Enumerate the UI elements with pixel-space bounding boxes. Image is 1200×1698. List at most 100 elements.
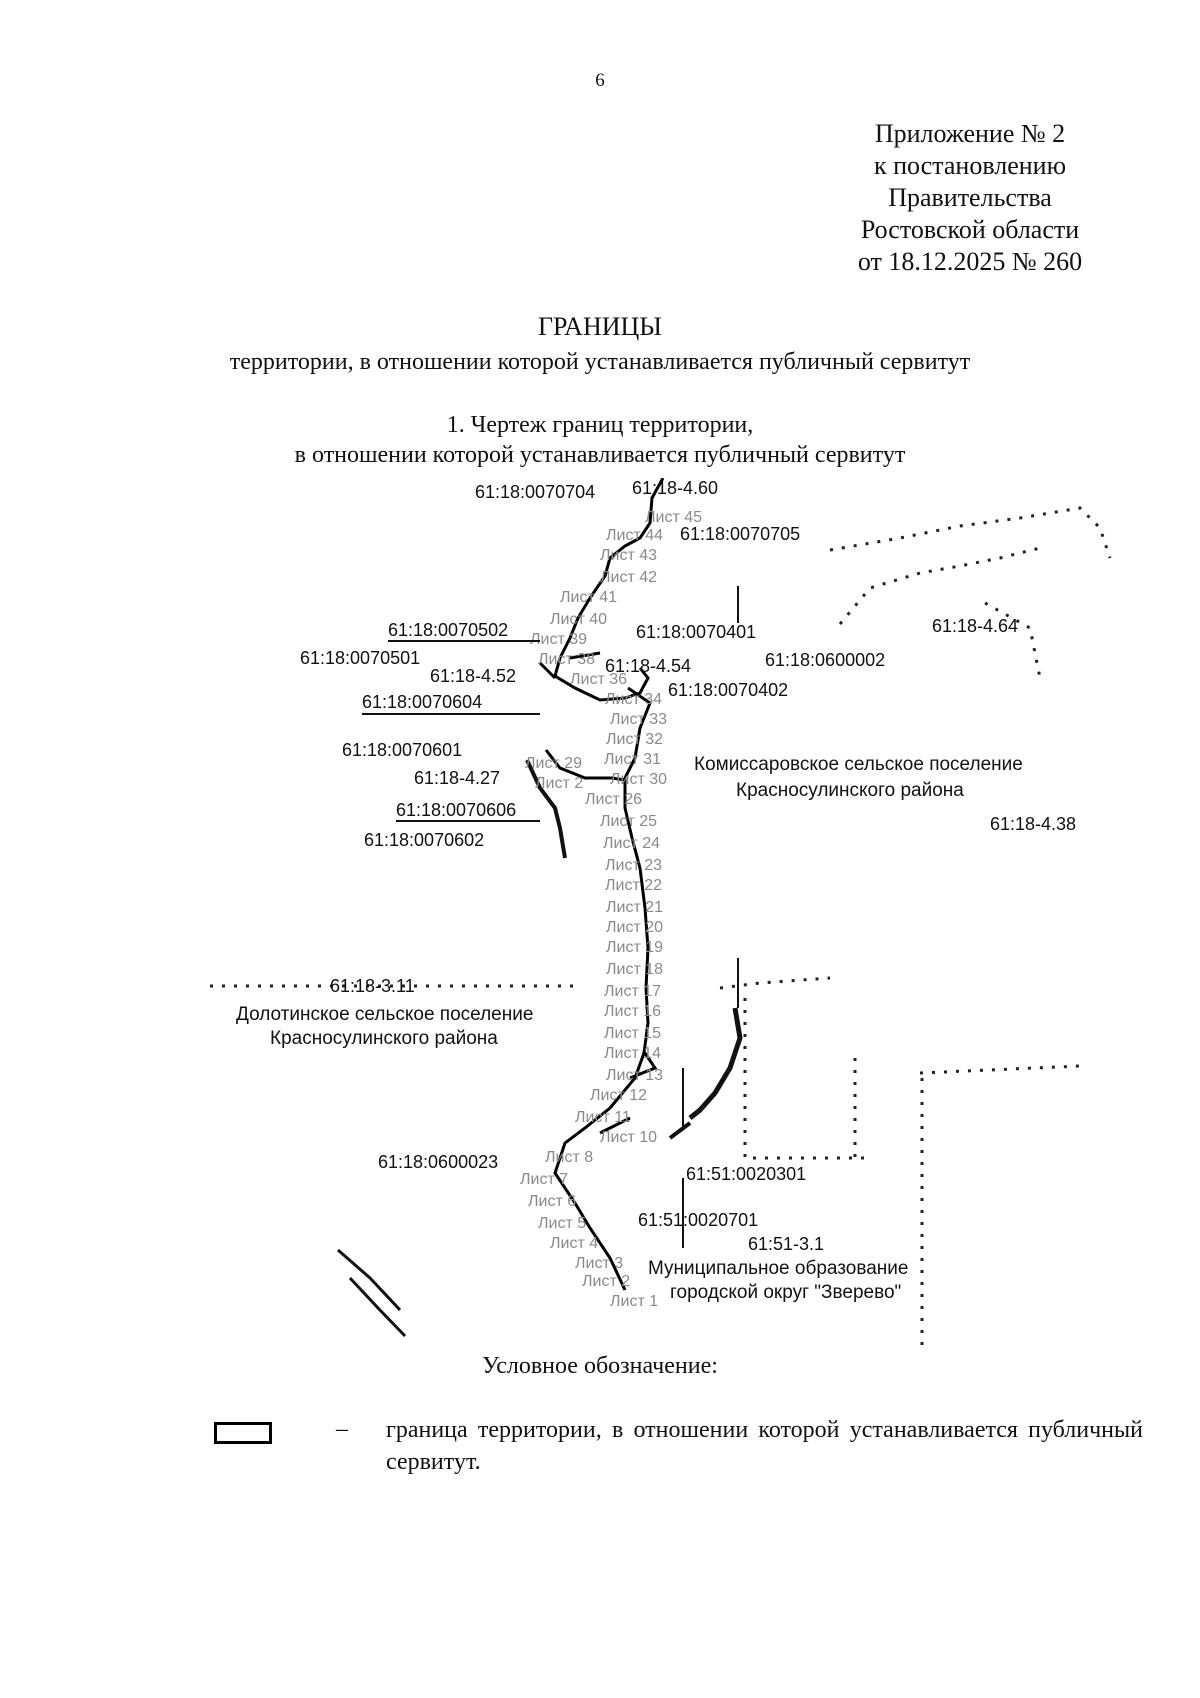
appendix-line: к постановлению — [873, 151, 1067, 180]
sheet-label: Лист 19 — [606, 939, 663, 956]
sheet-label: Лист 21 — [606, 899, 663, 916]
district-boundaries — [210, 506, 1112, 1348]
cadastral-label: 61:51:0020701 — [638, 1210, 758, 1230]
cadastral-label: 61:18:0600002 — [765, 650, 885, 670]
cadastral-label: 61:18:0070601 — [342, 740, 462, 760]
sheet-label: Лист 24 — [603, 835, 660, 852]
sheet-label: Лист 40 — [550, 611, 607, 628]
sheet-label: Лист 20 — [606, 919, 663, 936]
area-label: Долотинское сельское поселение — [236, 1004, 533, 1025]
appendix-line: Правительства — [888, 183, 1052, 212]
cadastral-label: 61:18:0070606 — [396, 800, 516, 820]
sheet-label: Лист 30 — [610, 771, 667, 788]
sheet-label: Лист 4 — [550, 1235, 598, 1252]
cadastral-label: 61:18-3.11 — [330, 976, 415, 996]
sheet-label: Лист 39 — [530, 631, 587, 648]
route-branch-upper — [538, 651, 601, 680]
legend-description: граница территории, в отношении которой … — [386, 1417, 1143, 1475]
section-title-line: 1. Чертеж границ территории, — [446, 412, 754, 438]
sheet-label: Лист 45 — [645, 509, 702, 526]
route-branch-lower — [599, 1052, 658, 1135]
sheet-label: Лист 12 — [590, 1087, 647, 1104]
boundary-zverevo-inner — [743, 998, 870, 1160]
sheet-labels: Лист 45 Лист 44 Лист 43 Лист 42 Лист 41 … — [520, 509, 702, 1310]
area-label: Красносулинского района — [270, 1028, 498, 1049]
sheet-label: Лист 5 — [538, 1215, 586, 1232]
sheet-label: Лист 2 — [582, 1273, 630, 1290]
sheet-label: Лист 23 — [605, 857, 662, 874]
cadastral-labels: 61:18:0070704 61:18-4.60 61:18:0070705 6… — [300, 478, 1076, 1254]
cadastral-label: 61:18:0070401 — [636, 622, 756, 642]
sheet-label: Лист 31 — [604, 751, 661, 768]
boundary-map: Лист 45 Лист 44 Лист 43 Лист 42 Лист 41 … — [210, 478, 1112, 1348]
sheet-label: Лист 2 — [535, 775, 583, 792]
sheet-label: Лист 33 — [610, 711, 667, 728]
section-title-line: в отношении которой устанавливается публ… — [294, 442, 906, 468]
parcel-fragments — [337, 586, 743, 1338]
sheet-label: Лист 41 — [560, 589, 617, 606]
boundary-east-lower — [984, 601, 1042, 679]
area-labels: Комиссаровское сельское поселение Красно… — [236, 754, 1023, 1303]
sheet-label: Лист 18 — [606, 961, 663, 978]
legend-title: Условное обозначение: — [482, 1353, 718, 1379]
section-title: 1. Чертеж границ территории, в отношении… — [0, 410, 1200, 470]
parcel-fragment — [525, 759, 567, 859]
cadastral-label: 61:18:0070502 — [388, 620, 508, 640]
sheet-label: Лист 11 — [575, 1109, 631, 1126]
cadastral-label: 61:18-4.38 — [990, 814, 1076, 834]
boundary-east-upper — [829, 506, 1112, 559]
cadastral-label: 61:18-4.54 — [605, 656, 691, 676]
boundary-zverevo-right — [919, 1064, 1081, 1348]
sheet-label: Лист 43 — [600, 547, 657, 564]
sheet-label: Лист 36 — [570, 671, 627, 688]
cadastral-label: 61:18:0070501 — [300, 648, 420, 668]
sheet-label: Лист 3 — [575, 1255, 623, 1272]
sheet-label: Лист 34 — [605, 691, 662, 708]
sheet-label: Лист 7 — [520, 1171, 568, 1188]
parcel-fragment — [668, 1121, 692, 1140]
area-label: Комиссаровское сельское поселение — [694, 754, 1023, 775]
cadastral-label: 61:18-4.52 — [430, 666, 516, 686]
cadastral-label: 61:18:0070705 — [680, 524, 800, 544]
sheet-label: Лист 10 — [600, 1129, 657, 1146]
cadastral-label: 61:18:0070602 — [364, 830, 484, 850]
sheet-label: Лист 17 — [604, 983, 661, 1000]
sheet-label: Лист 42 — [600, 569, 657, 586]
parcel-fragment — [688, 1007, 743, 1120]
sheet-label: Лист 6 — [528, 1193, 576, 1210]
sheet-label: Лист 29 — [525, 755, 582, 772]
sheet-label: Лист 1 — [610, 1293, 658, 1310]
cadastral-label: 61:18-4.27 — [414, 768, 500, 788]
cadastral-label: 61:51-3.1 — [748, 1234, 824, 1254]
cadastral-label: 61:18-4.60 — [632, 478, 718, 498]
document-title: ГРАНИЦЫ — [538, 312, 662, 341]
appendix-line: Ростовской области — [860, 215, 1080, 244]
route-main-line — [553, 478, 665, 1291]
sheet-label: Лист 26 — [585, 791, 642, 808]
sheet-label: Лист 32 — [606, 731, 663, 748]
boundary-east-middle — [838, 546, 1041, 625]
sheet-label: Лист 38 — [538, 651, 595, 668]
cadastral-label: 61:18:0070704 — [475, 482, 595, 502]
boundary-zverevo — [719, 976, 831, 990]
appendix-line: от 18.12.2025 № 260 — [857, 247, 1083, 276]
cadastral-label: 61:18:0070402 — [668, 680, 788, 700]
parcel-fragment — [337, 1248, 407, 1338]
sheet-label: Лист 44 — [606, 527, 663, 544]
appendix-line: Приложение № 2 — [874, 119, 1066, 148]
area-label: Муниципальное образование — [648, 1258, 908, 1279]
sheet-label: Лист 16 — [604, 1003, 661, 1020]
label-underlines — [362, 640, 540, 822]
sheet-label: Лист 15 — [604, 1025, 661, 1042]
area-label: городской округ "Зверево" — [670, 1282, 901, 1303]
sheet-label: Лист 8 — [545, 1149, 593, 1166]
legend-dash: – — [336, 1416, 348, 1442]
appendix-block: Приложение № 2 к постановлению Правитель… — [820, 118, 1120, 278]
sheet-label: Лист 25 — [600, 813, 657, 830]
sheet-label: Лист 14 — [604, 1045, 661, 1062]
route-branch-west — [544, 749, 626, 782]
cadastral-label: 61:18-4.64 — [932, 616, 1018, 636]
cadastral-label: 61:18:0600023 — [378, 1152, 498, 1172]
sheet-label: Лист 22 — [605, 877, 662, 894]
servitude-route — [538, 478, 665, 1291]
